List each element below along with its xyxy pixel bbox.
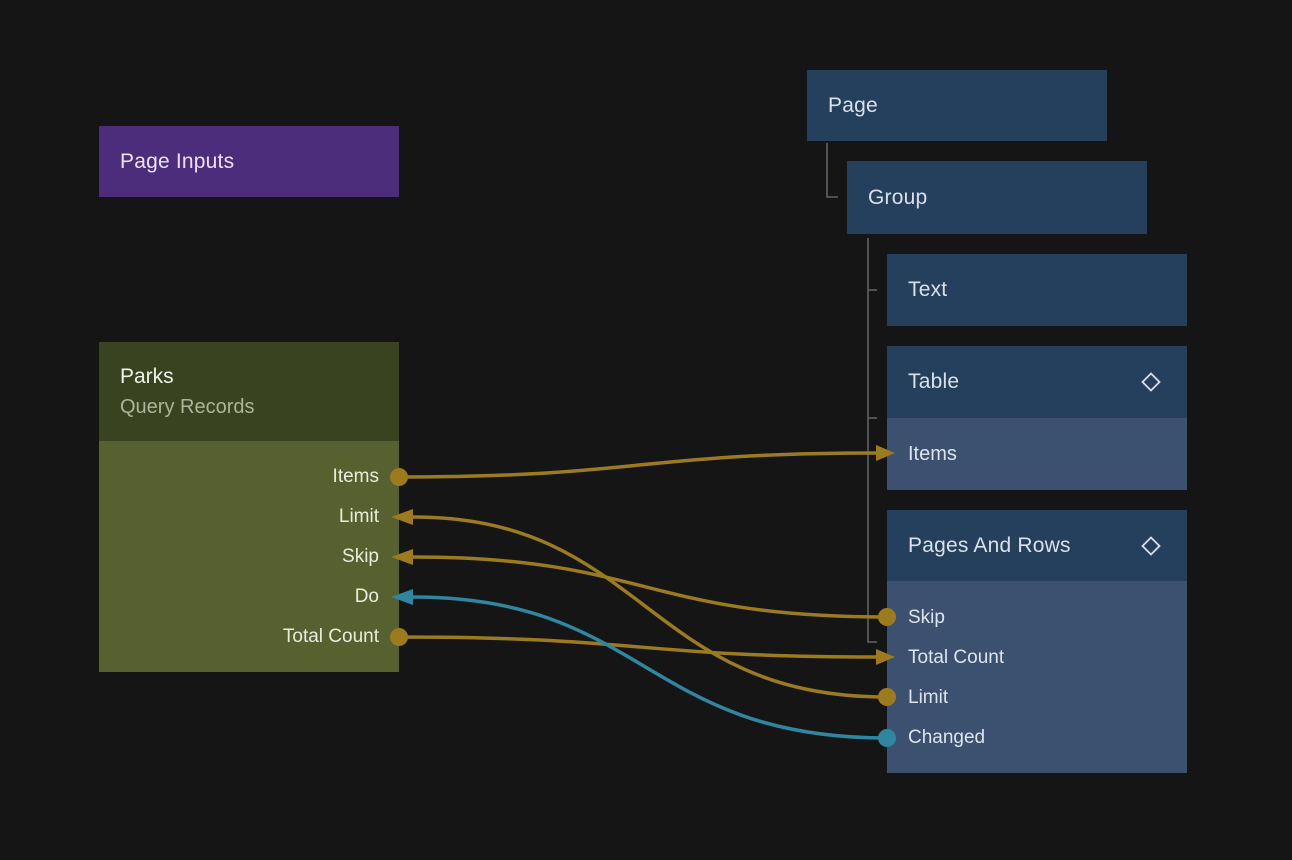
wire-items-to-table-items[interactable] [397,451,879,479]
row-skip[interactable]: Skip [887,598,1187,638]
port-limit[interactable]: Limit [99,497,399,537]
pages-and-rows-title: Pages And Rows [908,533,1071,557]
port-total-count[interactable]: Total Count [99,617,399,657]
text-title: Text [908,278,948,301]
port-do-label: Do [354,586,379,607]
node-page[interactable]: Page [807,70,1107,141]
row-skip-label: Skip [908,607,945,628]
parks-title: Parks [120,365,174,388]
node-table[interactable]: Table Items [887,346,1187,490]
node-pages-and-rows[interactable]: Pages And Rows Skip Total Count Limit Ch… [887,510,1187,773]
parks-header: Parks Query Records [99,342,399,441]
diamond-icon [1141,372,1161,392]
wire-changed-to-do[interactable] [411,595,889,740]
page-title: Page [828,93,878,117]
port-items[interactable]: Items [99,457,399,497]
row-total-count-label: Total Count [908,647,1005,668]
row-limit-label: Limit [908,687,949,708]
port-total-count-label: Total Count [282,626,379,647]
group-title: Group [868,185,928,209]
row-limit[interactable]: Limit [887,678,1187,718]
table-header[interactable]: Table [887,346,1187,418]
node-group[interactable]: Group [847,161,1147,234]
wire-total-count[interactable] [397,635,879,659]
port-do[interactable]: Do [99,577,399,617]
wire-limit[interactable] [411,515,889,699]
pages-and-rows-body: Skip Total Count Limit Changed [887,581,1187,773]
pages-and-rows-header[interactable]: Pages And Rows [887,510,1187,581]
row-changed[interactable]: Changed [887,718,1187,758]
wire-skip[interactable] [411,555,889,619]
table-row-items-label: Items [908,442,957,465]
row-total-count[interactable]: Total Count [887,638,1187,678]
diamond-icon [1141,535,1161,556]
node-page-inputs[interactable]: Page Inputs [99,126,399,197]
table-row-items[interactable]: Items [887,418,1187,490]
port-items-label: Items [332,466,379,487]
port-skip[interactable]: Skip [99,537,399,577]
node-text[interactable]: Text [887,254,1187,326]
tree-connector-group-children [867,238,877,643]
parks-subtitle: Query Records [120,396,255,418]
page-inputs-title: Page Inputs [120,149,235,173]
port-skip-label: Skip [342,546,379,567]
port-limit-label: Limit [338,506,379,527]
table-title: Table [908,370,960,393]
tree-connector-page-group [826,143,838,198]
parks-ports: Items Limit Skip Do Total Count [99,441,399,672]
node-parks[interactable]: Parks Query Records Items Limit Skip Do … [99,342,399,672]
row-changed-label: Changed [908,727,986,748]
